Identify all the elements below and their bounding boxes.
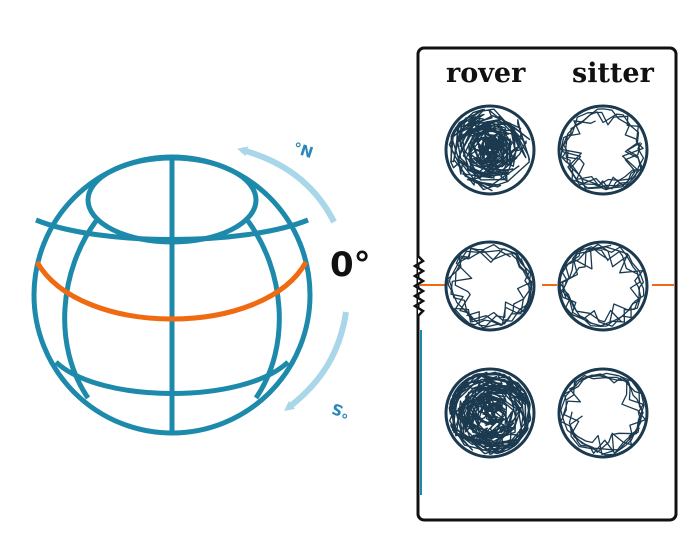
- arena-rover-row-3: [444, 367, 536, 459]
- latitude-south: [54, 360, 290, 396]
- arena-sitter-row-2: [557, 240, 649, 332]
- north-arrow: [237, 146, 337, 224]
- trajectory-path: [448, 372, 531, 447]
- trajectory-path: [457, 119, 530, 192]
- south-label: °S: [329, 399, 352, 422]
- trajectory-path: [560, 108, 645, 191]
- arena-rover-row-1: [444, 104, 536, 196]
- trajectory-path: [562, 246, 644, 327]
- latitude-north: [35, 217, 309, 242]
- arena-outline: [444, 240, 536, 332]
- arena-grid: [444, 104, 649, 459]
- arena-outline: [557, 367, 649, 459]
- trajectory-path: [561, 246, 645, 328]
- south-arrow: [284, 311, 349, 412]
- panel-break-zigzag: [412, 255, 426, 317]
- equator-line: [34, 260, 309, 322]
- trajectory-path: [449, 374, 531, 455]
- equator-degree-label: 0°: [330, 245, 371, 285]
- trajectory-path: [562, 374, 644, 456]
- globe: [31, 154, 313, 436]
- trajectory-path: [450, 243, 533, 327]
- panel: rover sitter: [412, 46, 678, 522]
- arena-rover-row-2: [444, 240, 536, 332]
- north-label: °N: [291, 139, 316, 162]
- arena-sitter-row-3: [557, 367, 649, 459]
- trajectory-path: [448, 248, 533, 329]
- arena-sitter-row-1: [557, 104, 649, 196]
- column-label-rover: rover: [446, 58, 526, 89]
- arena-outline: [557, 104, 649, 196]
- trajectory-path: [560, 374, 645, 456]
- column-label-sitter: sitter: [572, 58, 655, 89]
- trajectory-path: [447, 247, 533, 326]
